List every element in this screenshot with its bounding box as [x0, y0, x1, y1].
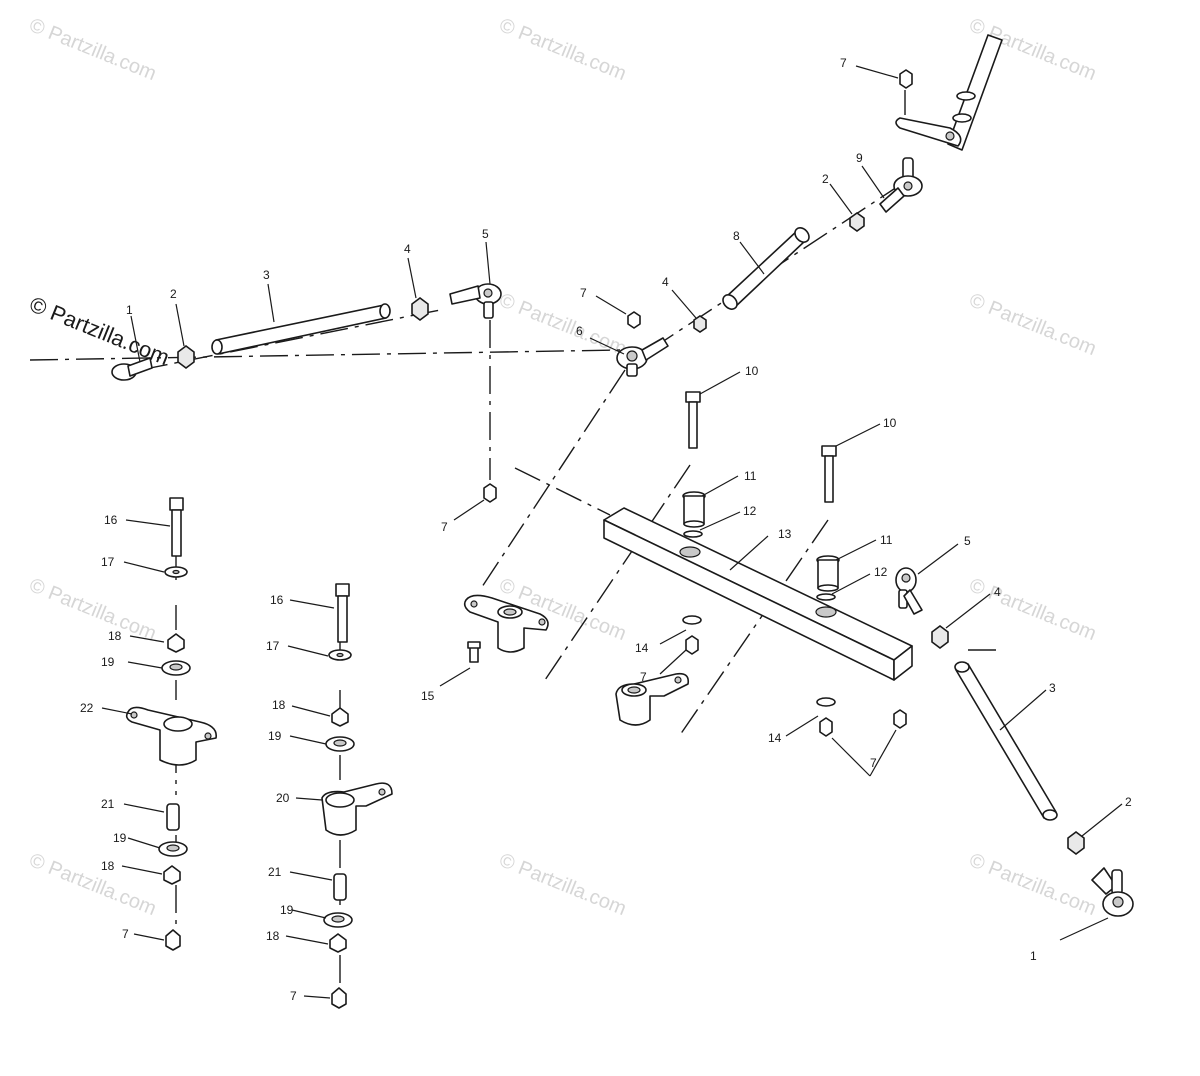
callout-4: 4	[662, 275, 669, 289]
bracket-center-right	[615, 615, 836, 726]
watermark: © Partzilla.com	[966, 849, 1099, 920]
callout-11: 11	[880, 533, 893, 547]
callout-4: 4	[404, 242, 411, 256]
callout-13: 13	[778, 527, 792, 541]
callout-15: 15	[421, 689, 435, 703]
callout-3: 3	[263, 268, 270, 282]
callout-7: 7	[580, 286, 587, 300]
tie-rod-end-9	[879, 157, 923, 213]
rod-end-1-lower	[1091, 867, 1134, 917]
rod-end-5-lower	[895, 567, 923, 615]
callout-19: 19	[113, 831, 127, 845]
bolts-center	[682, 391, 840, 601]
callout-18: 18	[108, 629, 122, 643]
tie-rod-3-upper	[211, 303, 391, 355]
callout-20: 20	[276, 791, 290, 805]
callout-labels: 1 2 3 4 5 7 4 6 8 2 9 7 10 10 11 12 13 1…	[80, 56, 1132, 1003]
tie-rod-8	[722, 227, 810, 310]
callout-2: 2	[170, 287, 177, 301]
callout-18: 18	[101, 859, 115, 873]
callout-22: 22	[80, 701, 94, 715]
callout-8: 8	[733, 229, 740, 243]
watermark: © Partzilla.com	[496, 14, 629, 85]
watermark: © Partzilla.com	[966, 574, 1099, 645]
watermark: © Partzilla.com	[26, 574, 159, 645]
watermark: © Partzilla.com	[26, 849, 159, 920]
callout-7: 7	[122, 927, 129, 941]
steering-column	[895, 34, 1003, 151]
callout-21: 21	[101, 797, 115, 811]
callout-21: 21	[268, 865, 282, 879]
callout-5: 5	[964, 534, 971, 548]
bracket-center-left	[463, 594, 549, 663]
callout-5: 5	[482, 227, 489, 241]
tie-rod-3-lower	[954, 661, 1058, 821]
left-stack	[125, 497, 217, 951]
callout-17: 17	[266, 639, 280, 653]
callout-19: 19	[280, 903, 294, 917]
callout-16: 16	[270, 593, 284, 607]
callout-16: 16	[104, 513, 118, 527]
middle-left-stack	[321, 583, 393, 1009]
callout-7: 7	[640, 670, 647, 684]
watermark: © Partzilla.com	[26, 14, 159, 85]
callout-1: 1	[126, 303, 133, 317]
callout-10: 10	[883, 416, 897, 430]
watermarks: © Partzilla.com © Partzilla.com © Partzi…	[26, 14, 1099, 920]
callout-14: 14	[635, 641, 649, 655]
callout-14: 14	[768, 731, 782, 745]
callout-2: 2	[1125, 795, 1132, 809]
callout-7: 7	[441, 520, 448, 534]
nuts	[177, 69, 1085, 855]
callout-1: 1	[1030, 949, 1037, 963]
steering-channel-13	[603, 507, 913, 681]
callout-17: 17	[101, 555, 115, 569]
rod-end-5-upper	[449, 283, 502, 319]
callout-10: 10	[745, 364, 759, 378]
callout-6: 6	[576, 324, 583, 338]
callout-11: 11	[744, 469, 757, 483]
callout-18: 18	[272, 698, 286, 712]
rod-end-1-upper	[111, 357, 153, 381]
callout-12: 12	[743, 504, 757, 518]
callout-19: 19	[101, 655, 115, 669]
watermark: © Partzilla.com	[966, 289, 1099, 360]
callout-7: 7	[840, 56, 847, 70]
callout-12: 12	[874, 565, 888, 579]
callout-9: 9	[856, 151, 863, 165]
watermark: © Partzilla.com	[496, 849, 629, 920]
rod-end-6	[616, 337, 669, 377]
callout-7: 7	[870, 756, 877, 770]
callout-18: 18	[266, 929, 280, 943]
callout-7: 7	[290, 989, 297, 1003]
callout-19: 19	[268, 729, 282, 743]
callout-3: 3	[1049, 681, 1056, 695]
callout-4: 4	[994, 585, 1001, 599]
callout-2: 2	[822, 172, 829, 186]
leader-lines	[101, 65, 1123, 999]
